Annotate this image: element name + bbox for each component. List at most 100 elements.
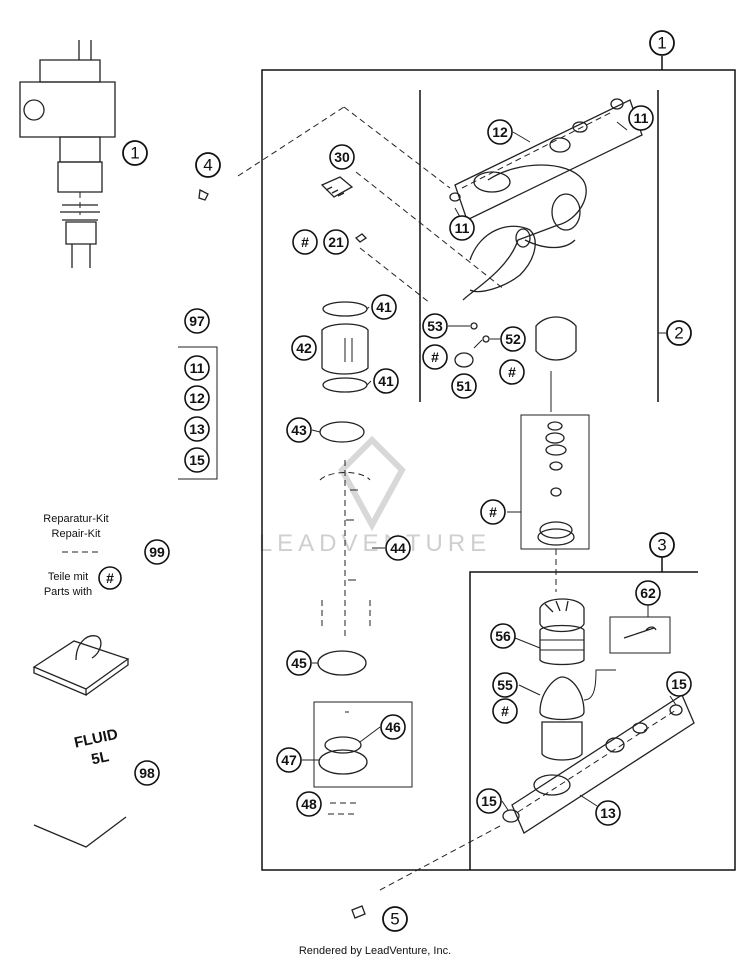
svg-text:11: 11 — [190, 360, 205, 376]
callout-41-a: 41 — [371, 294, 397, 320]
tray-illustration — [32, 635, 130, 696]
callout-97: 97 — [184, 308, 210, 334]
svg-text:21: 21 — [328, 234, 344, 250]
callout-41-b: 41 — [373, 368, 399, 394]
svg-text:12: 12 — [189, 390, 205, 406]
svg-text:#: # — [508, 364, 516, 380]
hash-kit-box: # — [480, 499, 506, 525]
callout-5: 5 — [382, 906, 408, 932]
seal-kit-box — [520, 414, 590, 592]
svg-text:44: 44 — [390, 540, 406, 556]
svg-text:99: 99 — [149, 544, 165, 560]
svg-text:13: 13 — [600, 805, 616, 821]
callout-99: 99 — [144, 539, 170, 565]
svg-text:45: 45 — [291, 655, 307, 671]
callout-44: 44 — [385, 535, 411, 561]
svg-text:47: 47 — [281, 752, 297, 768]
svg-text:15: 15 — [189, 452, 205, 468]
svg-text:52: 52 — [505, 331, 521, 347]
callout-12: 12 — [487, 119, 513, 145]
kit-item-11: 11 — [184, 355, 210, 381]
callout-15-a: 15 — [666, 671, 692, 697]
callout-2: 2 — [666, 320, 692, 346]
callout-11-a: 11 — [628, 105, 654, 131]
svg-text:#: # — [431, 349, 439, 365]
svg-text:11: 11 — [634, 110, 649, 126]
callout-62: 62 — [635, 580, 661, 606]
svg-text:12: 12 — [492, 124, 508, 140]
svg-text:4: 4 — [203, 156, 212, 175]
callout-98: 98 — [134, 760, 160, 786]
callout-15-b: 15 — [476, 788, 502, 814]
svg-text:11: 11 — [455, 220, 470, 236]
callout-1-left: 1 — [122, 140, 148, 166]
fluid-label: FLUID 5L — [73, 726, 120, 769]
svg-text:13: 13 — [189, 421, 205, 437]
svg-text:46: 46 — [385, 719, 401, 735]
svg-text:2: 2 — [674, 324, 683, 343]
hash-kit-legend: # — [98, 566, 122, 590]
fluid-line-2: 5L — [90, 748, 111, 768]
svg-text:48: 48 — [301, 796, 317, 812]
callout-55: 55 — [492, 672, 518, 698]
kit-line-3: Teile mit — [48, 571, 88, 583]
callout-13: 13 — [595, 800, 621, 826]
hash-55: # — [492, 698, 518, 724]
hash-52: # — [499, 359, 525, 385]
svg-text:15: 15 — [481, 793, 497, 809]
callout-48: 48 — [296, 791, 322, 817]
callout-45: 45 — [286, 650, 312, 676]
watermark: LEADVENTURE — [259, 435, 491, 557]
compression-adjuster-parts — [351, 598, 695, 919]
leader-lines — [302, 121, 677, 811]
fluid-can-illustration — [33, 816, 127, 848]
callout-46: 46 — [380, 714, 406, 740]
kit-line-1: Reparatur-Kit — [43, 513, 108, 525]
svg-text:#: # — [106, 570, 114, 586]
svg-text:53: 53 — [427, 318, 443, 334]
callout-11-b: 11 — [449, 215, 475, 241]
svg-text:55: 55 — [497, 677, 513, 693]
svg-text:1: 1 — [657, 34, 666, 53]
kit-line-2: Repair-Kit — [52, 528, 101, 540]
svg-text:41: 41 — [378, 373, 394, 389]
reservoir-parts — [320, 98, 643, 412]
callout-1-top: 1 — [649, 30, 675, 56]
svg-text:43: 43 — [291, 422, 307, 438]
fluid-line-1: FLUID — [73, 726, 120, 752]
svg-text:#: # — [489, 504, 497, 520]
svg-text:3: 3 — [657, 536, 666, 555]
svg-text:97: 97 — [189, 313, 205, 329]
svg-text:#: # — [501, 703, 509, 719]
repair-kit-label: Reparatur-Kit Repair-Kit Teile mit Parts… — [43, 513, 108, 598]
callout-42: 42 — [291, 335, 317, 361]
watermark-text: LEADVENTURE — [259, 530, 491, 557]
main-frame — [261, 56, 736, 871]
callout-47: 47 — [276, 747, 302, 773]
callout-30: 30 — [329, 144, 355, 170]
kit-item-12: 12 — [184, 385, 210, 411]
svg-text:62: 62 — [640, 585, 656, 601]
svg-text:15: 15 — [671, 676, 687, 692]
svg-text:30: 30 — [334, 149, 350, 165]
callout-21: 21 — [323, 229, 349, 255]
svg-text:41: 41 — [376, 299, 392, 315]
svg-text:98: 98 — [139, 765, 155, 781]
footer-credit: Rendered by LeadVenture, Inc. — [299, 945, 451, 957]
callout-43: 43 — [286, 417, 312, 443]
callout-52: 52 — [500, 326, 526, 352]
svg-text:42: 42 — [296, 340, 312, 356]
svg-text:56: 56 — [495, 628, 511, 644]
kit-97-bracket — [178, 346, 218, 480]
shock-assembly-illustration — [19, 40, 116, 268]
callout-53: 53 — [422, 313, 448, 339]
part-4-bolt — [198, 106, 451, 201]
svg-text:1: 1 — [130, 144, 139, 163]
kit-item-13: 13 — [184, 416, 210, 442]
svg-text:51: 51 — [456, 378, 472, 394]
callout-51: 51 — [451, 373, 477, 399]
svg-text:#: # — [301, 234, 309, 250]
svg-text:5: 5 — [390, 910, 399, 929]
kit-line-4: Parts with — [44, 586, 92, 598]
